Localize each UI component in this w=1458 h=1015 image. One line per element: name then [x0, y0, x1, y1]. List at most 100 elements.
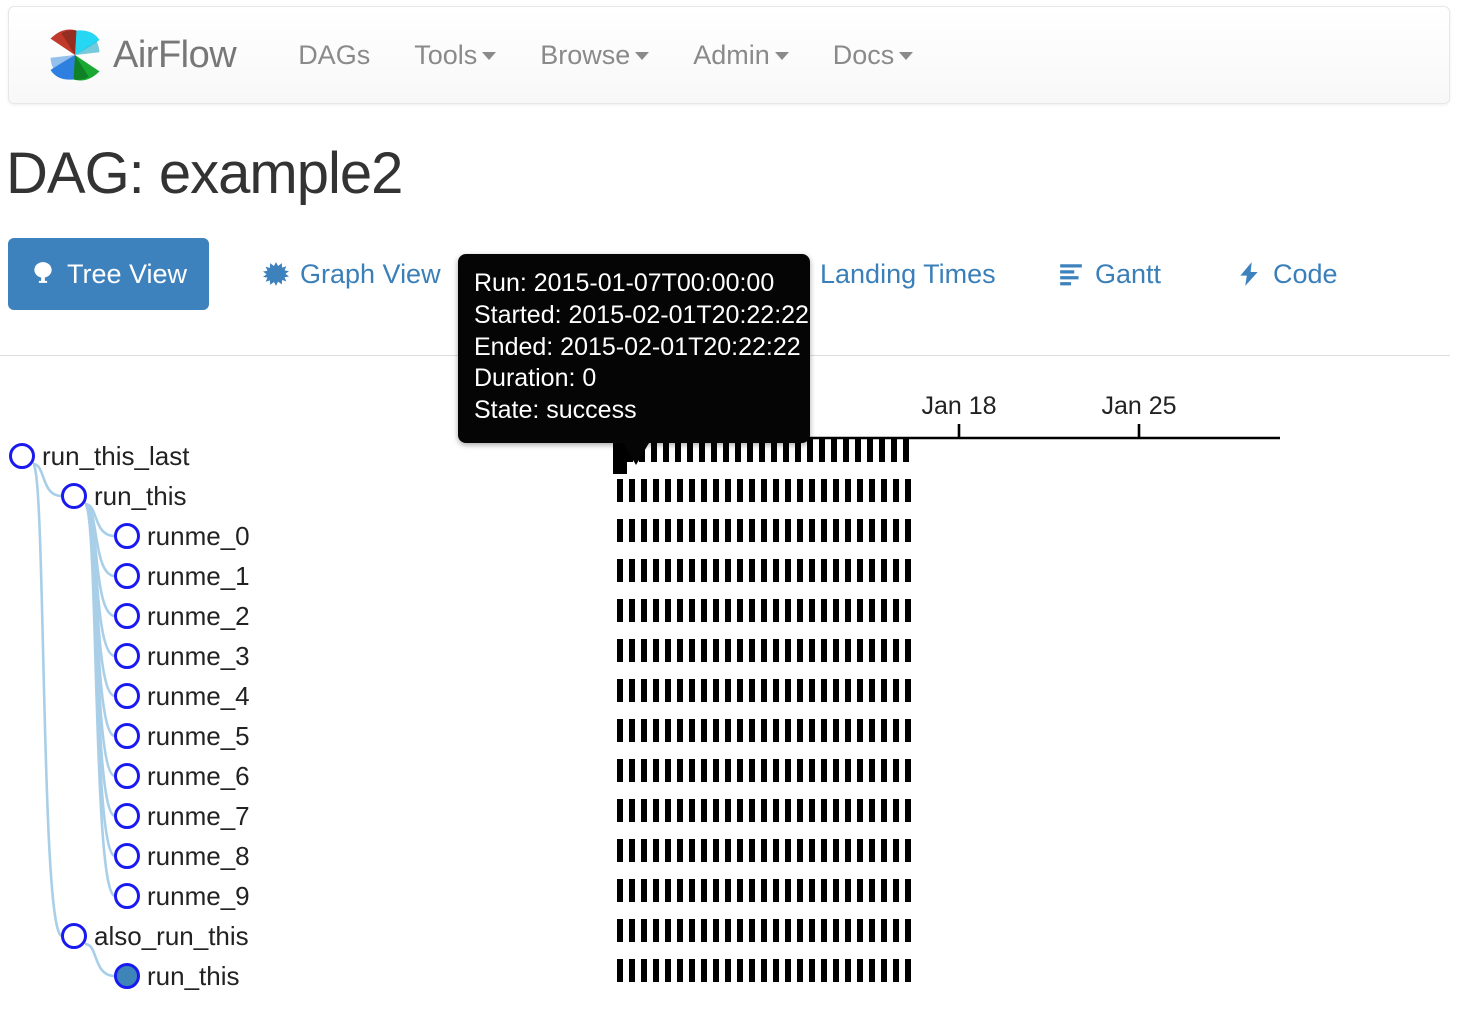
task-instance-cell[interactable]	[653, 759, 665, 790]
task-instance-state-success[interactable]	[641, 919, 647, 942]
task-instance-state-none[interactable]	[737, 679, 743, 702]
task-instance-cell[interactable]	[795, 439, 807, 470]
task-instance-state-none[interactable]	[881, 719, 887, 742]
task-instance-cell[interactable]	[833, 759, 845, 790]
task-instance-cell[interactable]	[905, 639, 917, 670]
task-instance-state-none[interactable]	[761, 759, 767, 782]
task-instance-cell[interactable]	[665, 839, 677, 870]
task-instance-cell[interactable]	[665, 559, 677, 590]
task-instance-cell[interactable]	[869, 879, 881, 910]
task-instance-state-none[interactable]	[725, 639, 731, 662]
task-instance-cell[interactable]	[701, 559, 713, 590]
task-instance-state-none[interactable]	[821, 799, 827, 822]
task-instance-cell[interactable]	[821, 759, 833, 790]
task-instance-cell[interactable]	[759, 439, 771, 470]
task-instance-cell[interactable]	[821, 919, 833, 950]
task-instance-cell[interactable]	[761, 519, 773, 550]
task-instance-cell[interactable]	[617, 719, 629, 750]
task-instance-cell[interactable]	[689, 879, 701, 910]
task-instance-state-none[interactable]	[785, 959, 791, 982]
task-instance-cell[interactable]	[833, 479, 845, 510]
task-instance-cell[interactable]	[797, 799, 809, 830]
task-instance-state-none[interactable]	[795, 439, 801, 462]
task-instance-state-none[interactable]	[905, 719, 911, 742]
task-instance-cell[interactable]	[737, 879, 749, 910]
task-instance-state-success[interactable]	[653, 559, 659, 582]
task-instance-cell[interactable]	[905, 759, 917, 790]
task-instance-cell[interactable]	[737, 919, 749, 950]
tab-graph-view[interactable]: Graph View	[255, 238, 449, 310]
task-instance-state-none[interactable]	[749, 679, 755, 702]
task-instance-state-running[interactable]	[701, 519, 707, 542]
task-instance-state-none[interactable]	[833, 559, 839, 582]
task-instance-cell[interactable]	[797, 919, 809, 950]
task-instance-state-none[interactable]	[713, 479, 719, 502]
task-instance-state-success[interactable]	[653, 959, 659, 982]
task-instance-cell[interactable]	[893, 879, 905, 910]
task-instance-cell[interactable]	[653, 479, 665, 510]
task-instance-state-success[interactable]	[617, 679, 623, 702]
task-instance-state-success[interactable]	[629, 599, 635, 622]
task-instance-state-success[interactable]	[641, 879, 647, 902]
task-instance-cell[interactable]	[749, 799, 761, 830]
task-instance-state-none[interactable]	[713, 759, 719, 782]
task-instance-cell[interactable]	[785, 479, 797, 510]
task-instance-state-success[interactable]	[617, 839, 623, 862]
task-instance-cell[interactable]	[617, 479, 629, 510]
task-instance-state-none[interactable]	[761, 639, 767, 662]
task-instance-state-success[interactable]	[629, 479, 635, 502]
task-instance-state-none[interactable]	[857, 519, 863, 542]
task-instance-cell[interactable]	[629, 679, 641, 710]
task-instance-state-none[interactable]	[833, 679, 839, 702]
task-instance-state-none[interactable]	[881, 639, 887, 662]
task-instance-cell[interactable]	[689, 679, 701, 710]
task-instance-cell[interactable]	[677, 799, 689, 830]
task-instance-cell[interactable]	[749, 759, 761, 790]
brand-link[interactable]: AirFlow	[41, 20, 237, 90]
task-instance-cell[interactable]	[725, 759, 737, 790]
task-instance-state-success[interactable]	[617, 759, 623, 782]
task-instance-cell[interactable]	[749, 879, 761, 910]
task-instance-state-none[interactable]	[809, 919, 815, 942]
task-instance-state-none[interactable]	[773, 759, 779, 782]
task-instance-cell[interactable]	[725, 479, 737, 510]
task-instance-cell[interactable]	[761, 959, 773, 990]
task-instance-cell[interactable]	[665, 479, 677, 510]
tree-node-circle[interactable]	[61, 483, 87, 509]
task-instance-state-none[interactable]	[737, 519, 743, 542]
task-instance-state-success[interactable]	[629, 919, 635, 942]
task-instance-cell[interactable]	[617, 839, 629, 870]
task-instance-state-none[interactable]	[785, 599, 791, 622]
task-instance-state-none[interactable]	[845, 639, 851, 662]
task-instance-cell[interactable]	[797, 479, 809, 510]
task-instance-state-none[interactable]	[809, 759, 815, 782]
task-instance-state-success[interactable]	[653, 599, 659, 622]
task-instance-state-success[interactable]	[641, 519, 647, 542]
tree-node-label[interactable]: run_this	[147, 960, 240, 991]
task-instance-cell[interactable]	[771, 439, 783, 470]
task-instance-state-success[interactable]	[689, 759, 695, 782]
tree-node-runme-3[interactable]: runme_3	[114, 640, 250, 672]
task-instance-cell[interactable]	[677, 639, 689, 670]
task-instance-state-none[interactable]	[785, 879, 791, 902]
task-instance-cell[interactable]	[905, 839, 917, 870]
task-instance-cell[interactable]	[689, 799, 701, 830]
task-instance-state-none[interactable]	[845, 839, 851, 862]
task-instance-cell[interactable]	[881, 759, 893, 790]
task-instance-state-none[interactable]	[893, 679, 899, 702]
task-instance-cell[interactable]	[893, 919, 905, 950]
task-instance-cell[interactable]	[821, 719, 833, 750]
task-instance-state-none[interactable]	[869, 959, 875, 982]
task-instance-state-success[interactable]	[641, 559, 647, 582]
task-instance-state-none[interactable]	[833, 799, 839, 822]
task-instance-cell[interactable]	[713, 519, 725, 550]
task-instance-cell[interactable]	[617, 919, 629, 950]
task-instance-state-success[interactable]	[665, 839, 671, 862]
task-instance-cell[interactable]	[713, 559, 725, 590]
tree-node-runme-6[interactable]: runme_6	[114, 760, 250, 792]
task-instance-state-none[interactable]	[905, 519, 911, 542]
task-instance-state-none[interactable]	[833, 759, 839, 782]
task-instance-cell[interactable]	[891, 439, 903, 470]
task-instance-cell[interactable]	[737, 639, 749, 670]
task-instance-state-none[interactable]	[903, 439, 909, 462]
